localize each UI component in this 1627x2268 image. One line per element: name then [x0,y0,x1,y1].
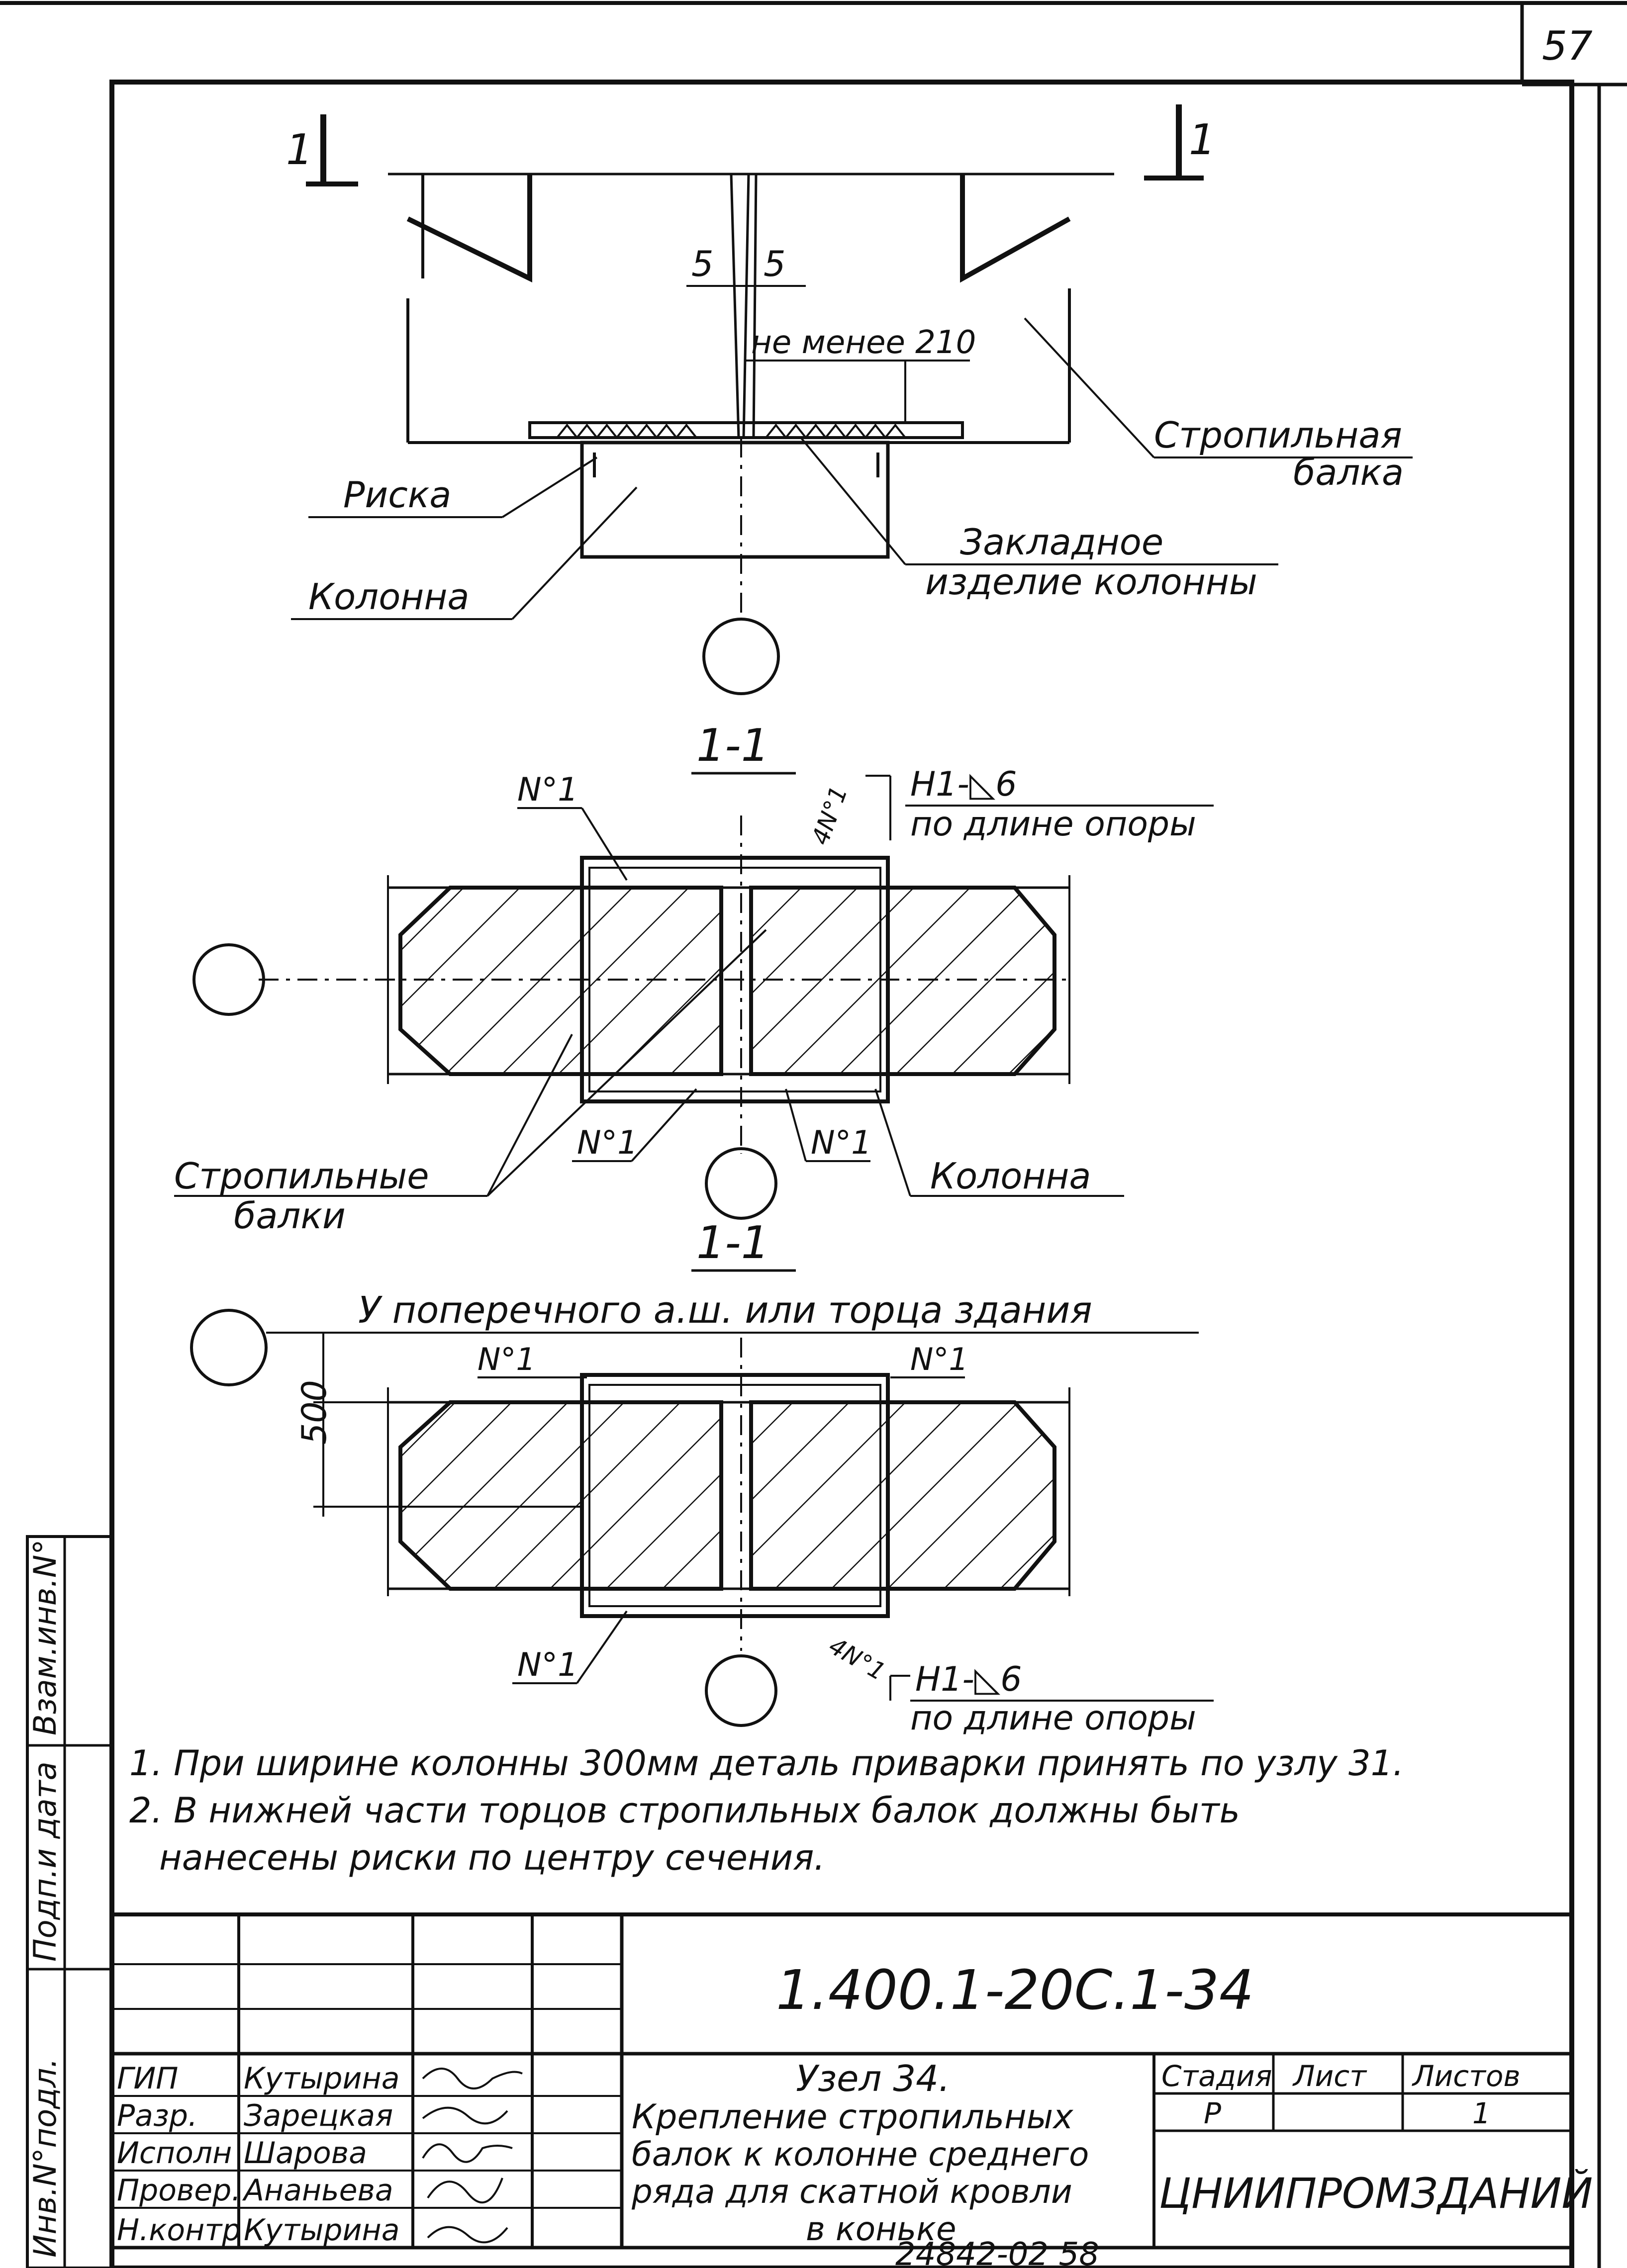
section-mark-left: 1 [286,125,313,175]
beams-label: Стропильные [174,1155,429,1197]
sheets-header: Листов [1412,2059,1521,2093]
section-b-note: У поперечного а.ш. или торца здания [358,1289,1092,1332]
doc-code: 1.400.1-20С.1-34 [776,1958,1254,2022]
page-number: 57 [1542,23,1593,69]
role-ispoln: Исполн [117,2136,232,2171]
name-1: Кутырина [244,2061,400,2096]
section-mark-right: 1 [1189,115,1216,165]
n1-top-right: 4N°1 [806,782,853,848]
section-b: 1-1 У поперечного а.ш. или торца здания … [190,1217,1214,1738]
weld-label-b-2: по длине опоры [910,1699,1196,1738]
weld-label-a-2: по длине опоры [910,805,1196,844]
name-4: Ананьева [242,2173,393,2208]
sheets-value: 1 [1472,2096,1491,2130]
section-a-title: 1-1 [696,720,769,772]
stage-value: Р [1204,2096,1221,2130]
note-2: 2. В нижней части торцов стропильных бал… [129,1790,1240,1831]
org-name: ЦНИИПРОМЗДАНИЙ [1159,2169,1593,2218]
title-line-4: ряда для скатной кровли [631,2173,1072,2211]
gap-left-dim: 5 [691,244,714,284]
title-block: 1.400.1-20С.1-34 ГИП Разр. Исполн Провер… [112,1912,1593,2250]
bottom-number: 24842-02 58 [895,2236,1099,2268]
beam-label-2: балка [1293,452,1404,493]
stamp-vzam-inv: Взам.инв.N° [27,1540,63,1735]
dim-500: 500 [295,1380,334,1445]
name-2: Зарецкая [244,2098,393,2133]
gap-right-dim: 5 [764,244,786,284]
n1-bottom-right: N°1 [811,1124,871,1162]
weld-label-a: Н1-◺6 [910,765,1017,804]
embedded-label: Закладное [960,521,1163,563]
n1-bottom-left: N°1 [577,1124,638,1162]
note-1: 1. При ширине колонны 300мм деталь прива… [129,1743,1404,1784]
stamp-podp-data: Подп.и дата [27,1761,63,1962]
signatures [422,2068,523,2244]
beams-label-2: балки [234,1195,346,1237]
n1-b-bottom-left: N°1 [517,1646,578,1684]
stage-header: Стадия [1161,2059,1272,2093]
n1-b-bottom-right: 4N°1 [824,1632,890,1686]
risk-label: Риска [343,474,451,516]
side-stamp: Инв.N°подл. Подп.и дата Взам.инв.N° [26,1535,113,2268]
stamp-inv-podl: Инв.N°подл. [27,2058,63,2258]
title-line-5: в коньке [806,2210,957,2248]
note-3: нанесены риски по центру сечения. [159,1837,825,1878]
n1-b-top-right: N°1 [910,1341,968,1377]
column-label: Колонна [308,576,470,618]
title-line-2: Крепление стропильных [632,2097,1073,2137]
role-gip: ГИП [117,2061,178,2096]
role-nkontr: Н.контр [117,2213,241,2248]
name-3: Шарова [244,2136,367,2171]
section-b-title: 1-1 [696,1217,769,1269]
title-line-1: Узел 34. [796,2058,950,2099]
title-line-3: балок к колонне среднего [632,2135,1089,2174]
notes: 1. При ширине колонны 300мм деталь прива… [129,1743,1404,1878]
name-5: Кутырина [244,2213,400,2248]
n1-top-left: N°1 [517,771,578,809]
top-view: 1 1 5 5 не менее 210 [286,104,1413,695]
role-razr: Разр. [117,2098,197,2133]
n1-b-top-left: N°1 [478,1341,536,1377]
role-prover: Провер. [117,2173,241,2208]
section-a: 1-1 N°1 4N°1 Н1-◺6 по длине опоры N°1 N°… [174,720,1214,1237]
sheet-header: Лист [1292,2059,1367,2093]
embedded-label-2: изделие колонны [925,561,1257,603]
min-length-dim: не менее 210 [751,324,976,361]
weld-label-b: Н1-◺6 [915,1660,1022,1699]
column-label-a: Колонна [930,1155,1091,1197]
beam-label: Стропильная [1154,414,1402,456]
